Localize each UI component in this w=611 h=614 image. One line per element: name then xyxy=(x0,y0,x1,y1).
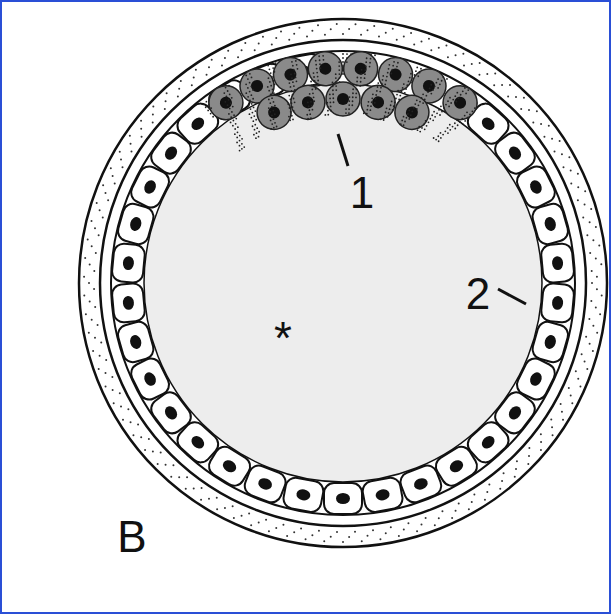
callout-number: 1 xyxy=(350,171,374,215)
panel-letter: B xyxy=(117,515,146,559)
trophoblast-outer xyxy=(111,51,575,515)
callout-number: 2 xyxy=(466,272,490,316)
inner-cell-mass xyxy=(202,50,483,151)
zona-stipple xyxy=(83,23,603,543)
leader-line xyxy=(338,134,348,166)
cavity-marker: * xyxy=(274,315,292,361)
blastocyst xyxy=(79,19,607,547)
trophoblast-cells xyxy=(111,52,575,514)
leader-line xyxy=(498,289,526,304)
zona-outer xyxy=(79,19,607,547)
zona-inner xyxy=(100,40,586,526)
blastocoel xyxy=(144,84,542,482)
